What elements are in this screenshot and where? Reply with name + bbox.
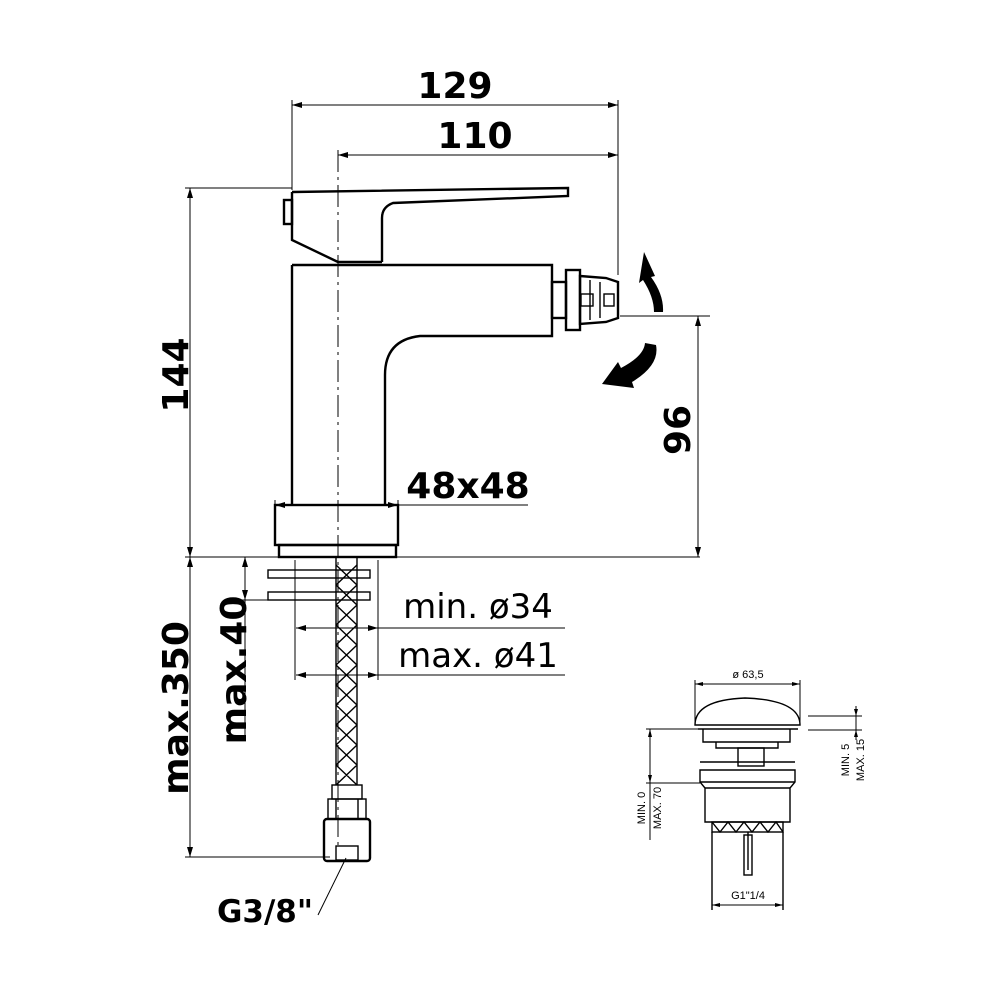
dimension-hole-diameter: min. ø34 max. ø41 (294, 560, 565, 680)
waste-drawing: ø 63,5 MIN. 5 MAX. 15 MIN. 0 MAX. 70 G1"… (636, 669, 867, 910)
waste-max70-label: MAX. 70 (652, 787, 664, 829)
dimension-48x48: 48x48 (274, 466, 530, 512)
flexible-hose (322, 557, 372, 863)
mixer-spout (290, 263, 554, 505)
waste-thread-label: G1"1/4 (731, 890, 765, 902)
waste-diameter-label: ø 63,5 (732, 669, 763, 681)
waste-body (699, 769, 796, 823)
handle-cap (290, 192, 382, 264)
dimension-48x48-label: 48x48 (406, 466, 529, 507)
bidet-nozzle (550, 268, 620, 332)
dimension-110-label: 110 (437, 116, 512, 157)
max40-label: max.40 (214, 596, 255, 745)
rotation-arrows (602, 252, 710, 388)
waste-min0-label: MIN. 0 (636, 792, 648, 824)
dimension-max40: max.40 (214, 557, 268, 744)
dimension-129: 129 (291, 66, 619, 275)
waste-max15-label: MAX. 15 (855, 739, 867, 781)
waste-min5-label: MIN. 5 (840, 744, 852, 776)
mixer-body (273, 150, 620, 845)
min-hole-label: min. ø34 (403, 587, 553, 627)
max350-label: max.350 (156, 621, 197, 795)
mixer-handle (291, 186, 570, 262)
thread-callout: G3/8" (217, 857, 347, 930)
handle-pin (282, 198, 294, 226)
waste-cap (694, 697, 801, 726)
mixer-base (273, 503, 400, 547)
dimension-96-label: 96 (658, 405, 699, 455)
dimension-129-label: 129 (417, 66, 492, 107)
dimension-110: 110 (338, 116, 618, 158)
dimension-144: 144 (156, 187, 292, 557)
thread-label: G3/8" (217, 894, 313, 930)
dimension-96: 96 (658, 316, 701, 557)
rotation-arrow-up-icon (639, 252, 664, 312)
dimension-144-label: 144 (156, 337, 197, 412)
mounting-nut (267, 569, 371, 601)
max-hole-label: max. ø41 (398, 636, 558, 676)
dimension-max350: max.350 (156, 557, 330, 858)
rotation-arrow-down-icon (602, 343, 657, 388)
